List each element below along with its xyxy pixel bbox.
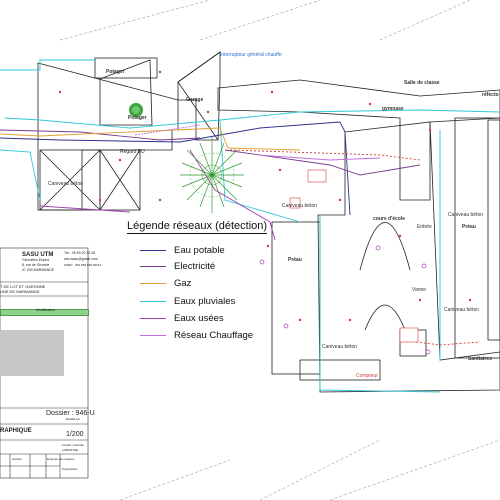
owner-name: LAMARTHE (62, 448, 79, 452)
footer-row-label: Section (12, 457, 23, 461)
modification-header-bar (0, 309, 89, 316)
legend-item-gaz: Gaz (140, 276, 191, 290)
manholes (259, 245, 431, 355)
label-vanne: Vanne (412, 287, 427, 293)
building-outlines (37, 51, 500, 393)
label-preau-left: Préau (288, 257, 302, 263)
label-salle-de-classe: Salle de classe (404, 80, 440, 86)
legend-swatch (140, 334, 166, 336)
label-potager-building: Potager (106, 69, 125, 75)
label-preau-right: Préau (462, 224, 476, 230)
legend-item-eau-potable: Eau potable (140, 243, 225, 257)
scale-value: 1/200 (66, 431, 84, 438)
logo-placeholder (0, 330, 64, 376)
legend-title: Légende réseaux (détection) (127, 220, 268, 234)
label-entree: Entrée (417, 224, 432, 230)
legend-label: Eau potable (174, 244, 225, 256)
footer-label: Emprise des travaux (47, 457, 75, 461)
legend-swatch (140, 317, 166, 319)
company-siret: SIRET : 851 859 848 00014 (64, 263, 102, 267)
label-gymnase: gymnase (382, 106, 404, 112)
company-city: 47 200 MARMANDE (22, 268, 55, 272)
cadastre-label: Lieudit / parcelle (62, 443, 84, 447)
plan-type: RAPHIQUE (0, 428, 32, 434)
label-caniveau-4: Caniveau béton (444, 307, 480, 313)
legend-item-electricite: Electricité (140, 259, 215, 273)
survey-points (58, 70, 472, 322)
legend-swatch (140, 249, 166, 251)
label-sanitaires: Sanitaires (468, 356, 492, 362)
label-regard: Regard EU (120, 149, 145, 155)
legend-label: Eaux usées (174, 312, 224, 324)
legend-label: Gaz (174, 277, 192, 289)
coordinate-grid (59, 0, 500, 500)
project-line-1: T DE LOT ET GARONNE (0, 284, 46, 289)
legend-label: Electricité (174, 260, 216, 272)
company-email: utm.sasu@gmail.com (64, 257, 98, 261)
dossier-number: Dossier : 946-U (46, 410, 95, 417)
label-interrupteur: Interrupteur général chauffe (220, 52, 282, 58)
label-caniveau-2: Caniveau béton (448, 212, 484, 218)
legend-swatch (140, 265, 166, 267)
label-garage: Garage (186, 97, 204, 103)
label-potager-garden: Potager (128, 115, 147, 121)
legend-item-reseau-chauffage: Réseau Chauffage (140, 328, 253, 342)
legend-item-eaux-usees: Eaux usées (140, 311, 224, 325)
scale-label: ECHELLE (66, 417, 80, 421)
owner-sub: Propriétaire (62, 467, 78, 471)
legend-item-eaux-pluviales: Eaux pluviales (140, 294, 235, 308)
legend-swatch (140, 282, 166, 284)
company-address: 8, rue de Gironde (22, 263, 50, 267)
company-phone: Tél : 05 53 20 32 06 (64, 251, 96, 255)
label-caniveau-1: Caniveau béton (282, 203, 318, 209)
label-compteur: Compteur (356, 373, 378, 379)
label-caniveau-5: Caniveau béton (48, 181, 84, 187)
label-refecto: réfecto (482, 92, 499, 98)
legend-label: Réseau Chauffage (174, 329, 254, 341)
company-name: SASU UTM (22, 252, 54, 258)
legend-swatch (140, 300, 166, 302)
label-caniveau-3: Caniveau béton (322, 344, 358, 350)
company-sub: Géomètre-Expert (22, 258, 49, 262)
annotation-boxes (289, 169, 419, 343)
project-line-2: UNE DE MARMANDE (0, 289, 40, 294)
legend-label: Eaux pluviales (174, 295, 236, 307)
label-cours-ecole: cours d'école (373, 216, 406, 222)
modification-header: Modification (36, 308, 55, 312)
tree-symbols (129, 103, 244, 213)
